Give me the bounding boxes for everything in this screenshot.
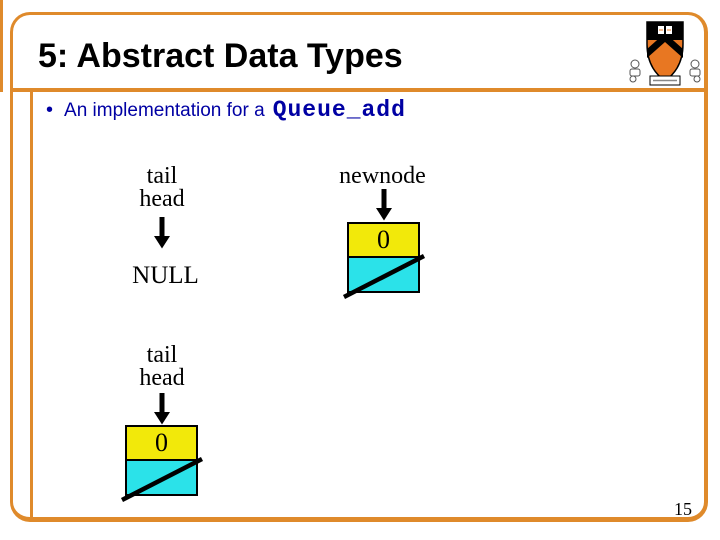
- title-divider-line: [13, 88, 705, 92]
- down-arrow-icon: [154, 393, 170, 425]
- queue-node-newnode: 0: [342, 222, 426, 300]
- newnode-label: newnode: [339, 163, 426, 189]
- node-value-cell: 0: [127, 427, 196, 461]
- bullet-line: • An implementation for a Queue_add: [46, 97, 406, 123]
- head-label: head: [139, 365, 185, 391]
- pointer-labels-top: tail head: [118, 163, 206, 212]
- tail-label: tail: [146, 163, 178, 189]
- null-label: NULL: [132, 262, 199, 289]
- node-pointer-cell: [342, 253, 426, 300]
- bullet-text: An implementation for a: [64, 100, 265, 121]
- node-pointer-cell: [120, 456, 204, 503]
- null-pointer-slash-icon: [120, 456, 204, 503]
- bullet-code-text: Queue_add: [272, 97, 406, 123]
- node-value-cell: 0: [349, 224, 418, 258]
- tail-label: tail: [146, 342, 178, 368]
- bullet-marker: •: [46, 99, 54, 121]
- left-accent-line: [30, 92, 33, 517]
- queue-node-head: 0: [120, 425, 204, 503]
- down-arrow-icon: [376, 189, 392, 221]
- down-arrow-icon: [154, 217, 170, 249]
- slide-title: 5: Abstract Data Types: [38, 37, 403, 75]
- pointer-labels-bottom: tail head: [118, 342, 206, 391]
- page-number: 15: [674, 499, 692, 519]
- head-label: head: [139, 186, 185, 212]
- null-pointer-slash-icon: [342, 253, 426, 300]
- slide-edge-accent: [0, 0, 3, 92]
- princeton-shield-icon: [626, 16, 704, 94]
